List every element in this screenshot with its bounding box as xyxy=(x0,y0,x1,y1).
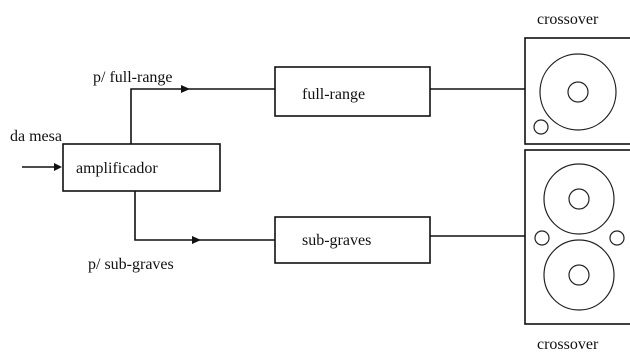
sub-graves-speaker-cabinet xyxy=(524,149,630,325)
sub-cabinet-port-left xyxy=(534,230,550,246)
amplifier-label: amplificador xyxy=(76,160,158,177)
full-range-block-label: full-range xyxy=(302,86,365,103)
sub-graves-block-label: sub-graves xyxy=(302,232,371,249)
sub-woofer-lower-inner xyxy=(568,264,590,286)
crossover-top-label: crossover xyxy=(537,11,599,28)
sub-woofer-upper-inner xyxy=(568,188,590,210)
sub-graves-path xyxy=(134,191,275,244)
full-range-path xyxy=(130,85,275,144)
full-range-speaker-cabinet xyxy=(524,37,630,145)
full-range-block: full-range xyxy=(274,66,431,117)
sub-cabinet-port-right xyxy=(609,230,625,246)
crossover-bottom-label: crossover xyxy=(537,336,599,353)
full-range-woofer-inner xyxy=(567,81,589,103)
full-range-tweeter xyxy=(533,119,549,135)
sub-graves-path-label: p/ sub-graves xyxy=(88,256,174,273)
sub-woofer-upper-outer xyxy=(543,163,615,235)
full-range-path-label: p/ full-range xyxy=(93,69,173,86)
full-range-woofer-outer xyxy=(539,53,617,131)
input-label: da mesa xyxy=(10,128,62,145)
input-arrow xyxy=(22,163,62,171)
amplifier-block: amplificador xyxy=(62,143,221,192)
sub-woofer-lower-outer xyxy=(543,239,615,311)
sub-graves-block: sub-graves xyxy=(274,216,431,264)
